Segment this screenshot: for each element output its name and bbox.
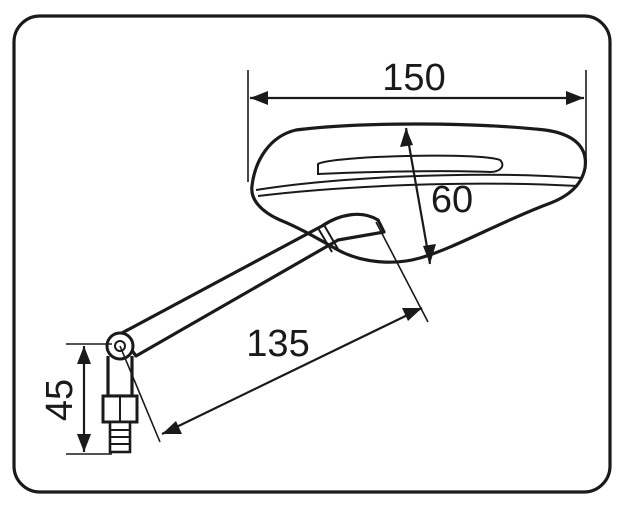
mirror-housing [250,122,588,264]
arm-collar-2 [323,224,339,250]
arm-ext-bottom [119,345,161,443]
dimension-arm-length: 135 [119,221,429,443]
height-label: 60 [431,179,473,221]
arm-body [118,212,386,358]
mirror-head [250,122,588,264]
arm-collar [317,227,333,253]
arm-dim-line [161,307,423,435]
width-arrow-left [250,91,268,105]
dimension-height: 60 [400,127,473,265]
arm-ext-top [375,221,429,323]
height-arrow-top [400,128,413,147]
mirror-rim [255,173,583,191]
mount-height-label: 45 [39,379,81,421]
width-arrow-right [566,91,584,105]
arm-arrow-left [162,421,182,434]
dimension-mount-height: 45 [39,343,112,455]
mount-arrow-top [77,346,91,364]
dimension-width: 150 [247,57,587,182]
mirror-glass-recess [317,154,504,176]
height-arrow-bottom [423,244,436,264]
width-label: 150 [382,57,445,99]
mirror-arm [118,212,386,358]
height-dim-line [404,127,432,265]
mount-arrow-bottom [77,434,91,452]
mirror-inner-rim [257,182,579,197]
arm-length-label: 135 [246,323,309,365]
arm-arrow-right [402,308,422,321]
